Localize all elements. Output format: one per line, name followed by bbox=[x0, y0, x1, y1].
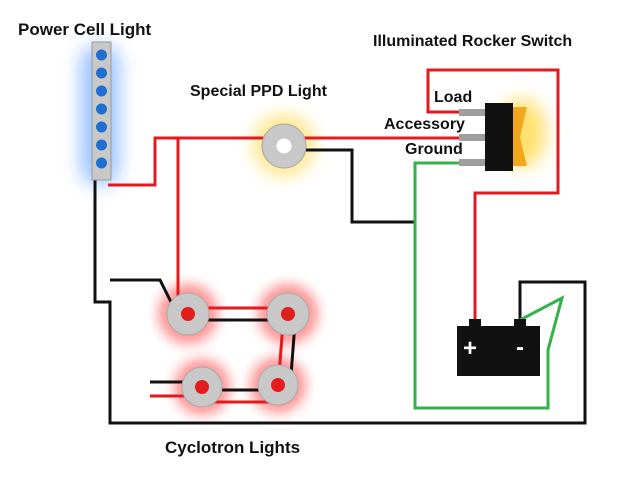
power-cell-led bbox=[96, 85, 107, 97]
rocker-terminal-ground bbox=[459, 159, 487, 166]
power-cell-led bbox=[96, 121, 107, 133]
rocker-switch-label: Illuminated Rocker Switch bbox=[373, 33, 573, 50]
power-cell-led bbox=[96, 139, 107, 151]
cyclotron-light bbox=[181, 366, 223, 408]
ppd-light-lens bbox=[276, 138, 292, 154]
cyclotron-lights bbox=[166, 292, 310, 408]
battery-negative-wire bbox=[415, 280, 587, 425]
cyclotron-light-led bbox=[181, 307, 195, 321]
battery-body bbox=[457, 326, 540, 376]
positive-wires bbox=[108, 68, 560, 404]
cyclotron-label: Cyclotron Lights bbox=[165, 438, 301, 457]
power-cell-led bbox=[96, 67, 107, 79]
ppd-ground-wire bbox=[300, 148, 415, 224]
green-ground-wire bbox=[413, 161, 565, 410]
rocker-terminal-load bbox=[459, 109, 487, 116]
battery-plus-label: + bbox=[463, 335, 478, 362]
cyclotron-light bbox=[166, 292, 210, 336]
terminal-accessory-label: Accessory bbox=[384, 116, 465, 133]
power-cell-ground-wire bbox=[93, 180, 415, 425]
terminal-ground-label: Ground bbox=[405, 141, 463, 158]
power-cell-led bbox=[96, 157, 107, 169]
terminal-load-label: Load bbox=[434, 89, 473, 106]
power-cell-positive-wire bbox=[108, 136, 460, 187]
cyclotron-light-led bbox=[195, 380, 209, 394]
power-cell-led bbox=[96, 103, 107, 115]
ppd-light-label: Special PPD Light bbox=[190, 83, 327, 100]
cyclotron-top-ground-wire bbox=[110, 278, 177, 311]
battery-terminal-positive bbox=[469, 319, 481, 328]
ppd-light bbox=[261, 123, 307, 169]
battery-minus-label: - bbox=[516, 334, 524, 361]
cyclotron-light bbox=[266, 292, 310, 336]
rocker-switch-body bbox=[485, 103, 513, 171]
power-cell-led bbox=[96, 49, 107, 61]
rocker-switch-paddle bbox=[513, 107, 527, 166]
cyclotron-light-led bbox=[281, 307, 295, 321]
battery-terminal-negative bbox=[514, 319, 526, 328]
cyclotron-light-led bbox=[271, 378, 285, 392]
power-cell-leds bbox=[96, 49, 107, 169]
battery bbox=[457, 319, 540, 376]
rocker-switch bbox=[459, 103, 527, 171]
cyclotron-light bbox=[257, 364, 299, 406]
ground-wires bbox=[93, 148, 587, 425]
rocker-load-loop-wire bbox=[426, 68, 560, 325]
power-cell-light bbox=[91, 41, 112, 181]
power-cell-label: Power Cell Light bbox=[18, 20, 152, 39]
rocker-terminal-accessory bbox=[459, 134, 487, 141]
